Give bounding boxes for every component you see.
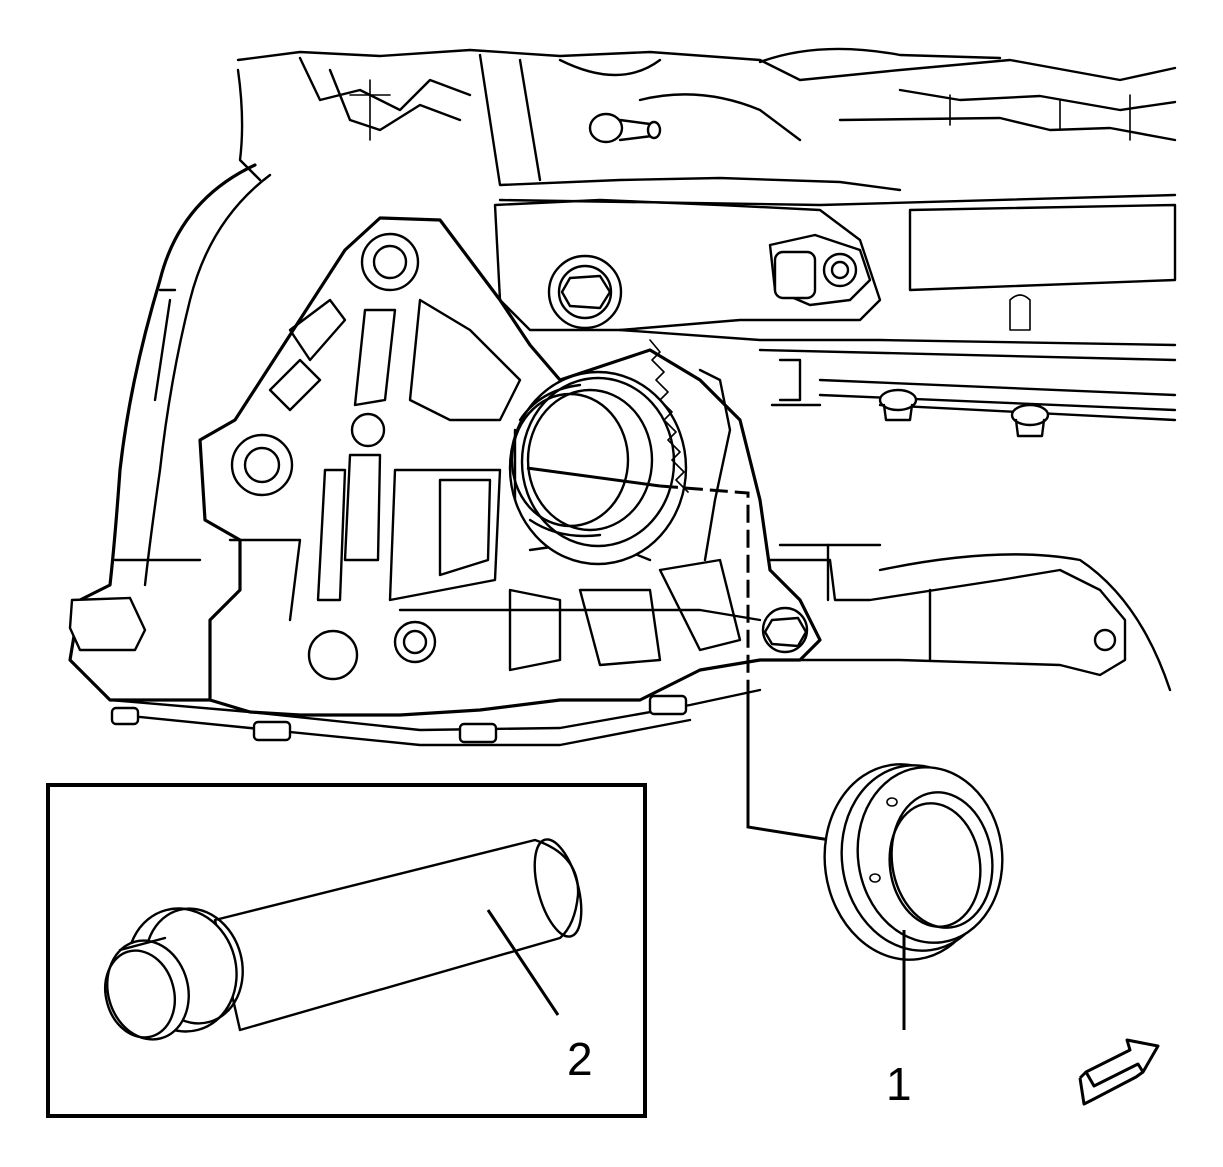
- callout-2-leader: [486, 909, 560, 1016]
- transmission-housing: [68, 47, 1177, 747]
- view-direction-arrow-icon: [1078, 1038, 1160, 1106]
- installer-tool: [104, 838, 583, 1041]
- callout-2-label: 2: [567, 1033, 593, 1085]
- callout-1-label: 1: [886, 1058, 912, 1110]
- seal-part: [823, 763, 1004, 961]
- install-leader-line: [526, 466, 831, 842]
